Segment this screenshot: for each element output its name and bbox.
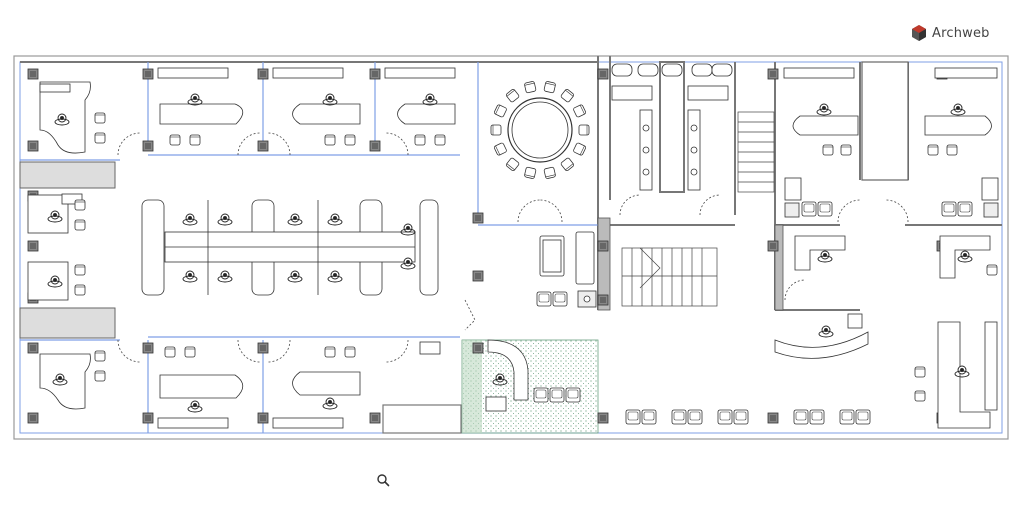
- meeting-chair: [543, 166, 557, 180]
- corridor-block-top: [19, 161, 116, 189]
- meeting-chair: [559, 156, 575, 172]
- planter-area: [461, 339, 599, 434]
- lobby: [536, 231, 597, 308]
- meeting-chair: [505, 88, 521, 104]
- meeting-chair: [493, 142, 508, 157]
- meeting-chair: [578, 124, 590, 136]
- meeting-chair: [572, 142, 587, 157]
- stairs: [621, 111, 775, 307]
- brand-name: Archweb: [932, 25, 990, 41]
- meeting-chair: [505, 156, 521, 172]
- left-offices: [27, 81, 106, 410]
- storage-room: [382, 404, 462, 434]
- magnifier-icon[interactable]: [376, 473, 390, 487]
- meeting-chair: [559, 88, 575, 104]
- meeting-chair: [543, 80, 557, 94]
- meeting-chair: [493, 103, 508, 118]
- archweb-cube-icon: [912, 25, 926, 41]
- service-block: [861, 61, 909, 181]
- reception-desk: [485, 339, 581, 412]
- meeting-chair: [523, 166, 537, 180]
- top-offices: [157, 67, 456, 146]
- reception-curved-desk: [774, 313, 998, 429]
- meeting-room: [507, 97, 573, 163]
- right-offices: [783, 67, 999, 279]
- planter-wall: [462, 340, 482, 433]
- open-workstations: [141, 199, 439, 296]
- meeting-chair: [572, 103, 587, 118]
- restrooms: [611, 61, 733, 193]
- bottom-offices: [157, 341, 441, 429]
- waiting-benches: [625, 409, 871, 425]
- plan-outer-border: [13, 55, 1009, 440]
- corridor-block-bottom: [19, 307, 116, 339]
- meeting-chair: [490, 124, 502, 136]
- side-wall-strip-2: [774, 224, 784, 311]
- meeting-chair: [523, 80, 537, 94]
- logo: Archweb: [910, 24, 990, 42]
- door-swings: [117, 132, 909, 363]
